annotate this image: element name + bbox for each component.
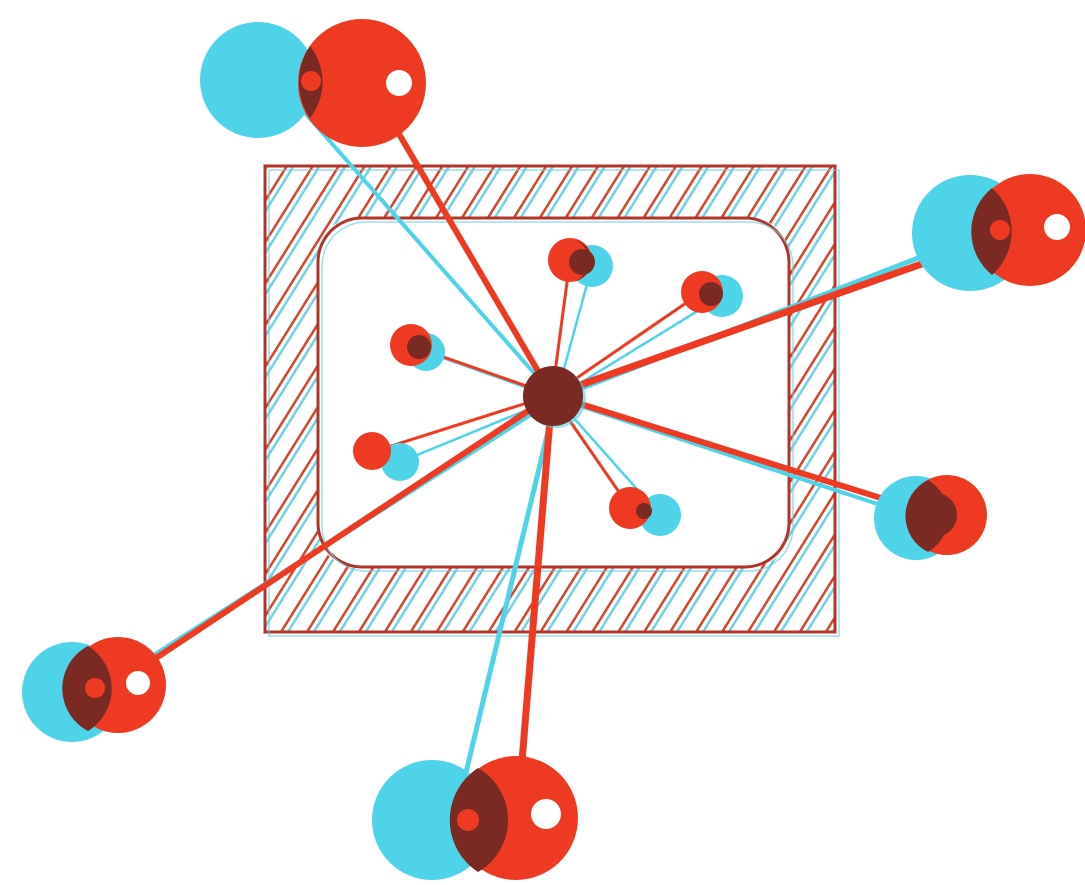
outer-node-right: [912, 174, 1085, 291]
highlight-dot: [386, 70, 412, 96]
outer-node-top-left: [200, 19, 426, 147]
highlight-dot: [126, 671, 150, 695]
outer-node-right-lower: [874, 475, 987, 560]
highlight-dot: [531, 799, 561, 829]
outer-node-bottom: [372, 756, 578, 880]
outer-node-bottom-left: [22, 637, 166, 742]
highlight-dot: [1044, 214, 1070, 240]
